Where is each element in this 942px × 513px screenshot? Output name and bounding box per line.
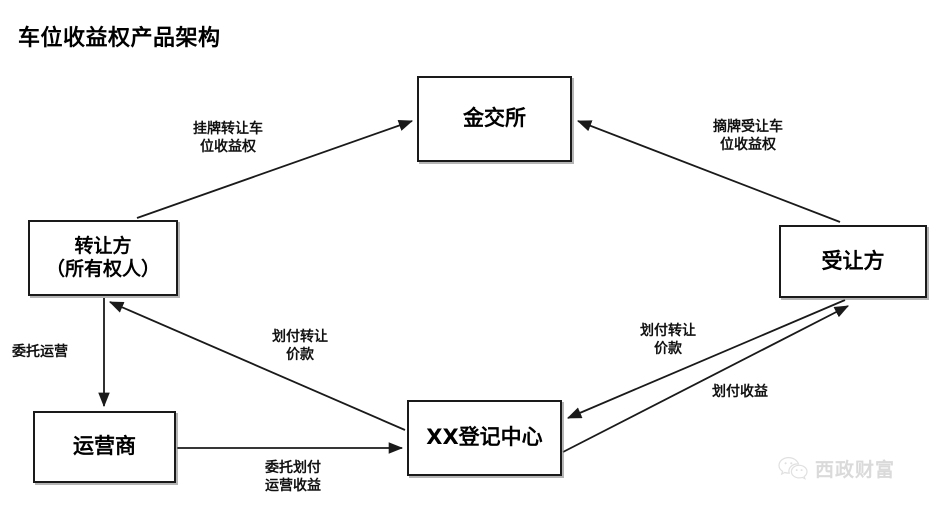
watermark-text: 西政财富 (815, 459, 896, 481)
node-transferor[interactable]: 转让方 （所有权人） (28, 220, 178, 296)
node-registry-label: XX登记中心 (426, 425, 543, 450)
node-exchange[interactable]: 金交所 (417, 76, 572, 162)
watermark: 西政财富 (778, 455, 895, 482)
edge-label-pay-price-right: 划付转让 价款 (640, 323, 696, 358)
edge-label-pay-income: 划付收益 (712, 384, 768, 400)
node-transferee-label: 受让方 (821, 248, 885, 273)
page-title: 车位收益权产品架构 (18, 26, 221, 51)
node-exchange-label: 金交所 (463, 106, 526, 131)
edge-label-entrust-operate: 委托运营 (12, 344, 68, 360)
wechat-icon (778, 456, 808, 480)
edge-label-list-transfer: 挂牌转让车 位收益权 (193, 121, 263, 156)
edge-label-delist-accept: 摘牌受让车 位收益权 (713, 119, 783, 154)
node-registry[interactable]: XX登记中心 (407, 400, 562, 476)
node-transferee[interactable]: 受让方 (779, 225, 927, 298)
node-operator-label: 运营商 (73, 434, 136, 459)
node-operator[interactable]: 运营商 (33, 411, 176, 483)
node-transferor-label: 转让方 （所有权人） (45, 234, 160, 280)
edge-label-pay-price-left: 划付转让 价款 (272, 329, 328, 364)
edge-label-entrust-pay: 委托划付 运营收益 (265, 460, 321, 495)
